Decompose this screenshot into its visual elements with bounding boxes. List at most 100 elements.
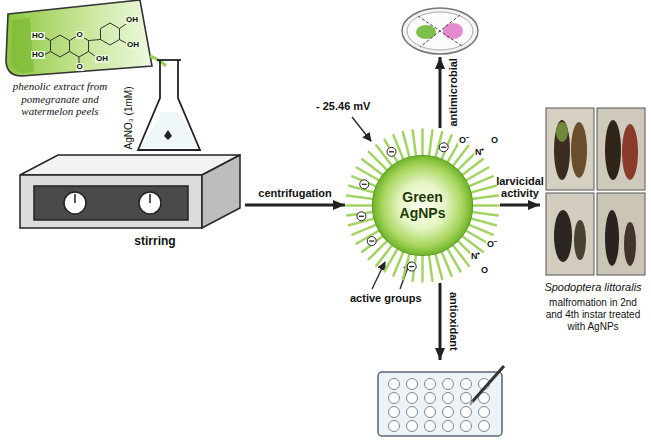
edge-label: centrifugation xyxy=(247,187,343,200)
well-plate-drawing-part xyxy=(472,366,504,402)
step-label: stirring xyxy=(105,234,205,248)
well-plate-drawing-part-part xyxy=(389,421,400,432)
well-plate-drawing-part-part xyxy=(407,379,418,390)
charge-symbol xyxy=(387,147,396,156)
flow-arrow xyxy=(245,204,345,207)
larvae-photos-drawing-part xyxy=(554,120,570,180)
charge-ring xyxy=(367,237,376,246)
charge-bar xyxy=(369,240,374,241)
larvae-photos-drawing-part xyxy=(574,220,586,260)
magnetic-stirrer-part xyxy=(149,194,151,203)
well-plate-drawing-part-part xyxy=(443,407,454,418)
larvae-photos-drawing-part xyxy=(624,222,636,266)
charge-symbol xyxy=(367,237,376,246)
chem-atom: O xyxy=(490,136,499,145)
petri-dish-drawing xyxy=(402,8,478,54)
well-plate-drawing-part xyxy=(470,401,473,405)
well-plate-drawing-part-part xyxy=(425,393,436,404)
edge-label: antimicrobial xyxy=(447,58,460,126)
petri-dish-drawing-part xyxy=(402,8,478,54)
chem-atom: O xyxy=(76,63,84,71)
extract-beaker-drawing-part-part xyxy=(89,40,101,41)
larvae-photos-drawing-part xyxy=(605,210,619,266)
magnetic-stirrer-part xyxy=(139,192,161,214)
well-plate-drawing-part-part xyxy=(461,379,472,390)
chem-atom: N⁺ xyxy=(474,148,486,157)
caption-block: Spodoptera littoralis malfromation in 2nd… xyxy=(540,281,646,333)
chem-atom: OH xyxy=(95,55,109,63)
chem-atom: O xyxy=(76,31,84,39)
zeta-potential: - 25.46 mV xyxy=(316,100,370,112)
flask-drawing xyxy=(138,60,200,150)
magnetic-stirrer-part xyxy=(64,192,86,214)
well-plate-drawing-part-part xyxy=(389,379,400,390)
group-note: active groups xyxy=(350,292,422,304)
charge-ring xyxy=(387,147,396,156)
larvae-photos-drawing-part xyxy=(597,193,645,275)
petri-dish-drawing-part xyxy=(416,25,436,39)
well-plate-drawing-part-part xyxy=(407,421,418,432)
well-plate-drawing-part-part xyxy=(407,407,418,418)
charge-bar xyxy=(389,151,394,152)
particle-core xyxy=(373,156,473,256)
chem-atom: O⁻ xyxy=(458,136,470,145)
larvae-photos-drawing-part xyxy=(554,210,572,262)
chem-atom: OH xyxy=(126,41,140,49)
charge-ring xyxy=(357,212,366,221)
well-plate-drawing-part-part xyxy=(443,379,454,390)
charge-ring xyxy=(407,262,416,271)
larvae-photos-drawing-part xyxy=(622,124,638,180)
beaker-caption: phenolic extract from pomegranate and wa… xyxy=(4,80,116,118)
magnetic-stirrer xyxy=(20,155,240,228)
chem-atom: OH xyxy=(125,16,139,24)
larvae-photos-drawing xyxy=(546,108,645,275)
well-plate-drawing-part-part xyxy=(389,393,400,404)
extract-beaker-drawing-part-part xyxy=(51,35,70,57)
well-plate-drawing-part-part xyxy=(479,407,490,418)
flask-label: AgNO₃ (1mM) xyxy=(123,87,134,150)
larvae-photos-drawing-part xyxy=(546,193,594,275)
well-plate-drawing-part-part xyxy=(443,421,454,432)
extract-beaker-drawing-part xyxy=(11,18,34,73)
larvae-photos: Spodoptera littoralis malfromation in 2nd… xyxy=(540,105,646,337)
well-plate-drawing-part-part xyxy=(425,379,436,390)
edge-label: antioxidant xyxy=(447,292,460,351)
chem-atom: HO xyxy=(31,51,45,59)
extract-beaker-drawing-part xyxy=(150,56,166,66)
charge-symbol xyxy=(407,262,416,271)
chem-atom: HO xyxy=(31,32,45,40)
petri-dish-drawing-part xyxy=(418,16,462,46)
charge-ring xyxy=(360,180,369,189)
larvae-photos-drawing-part xyxy=(556,122,568,142)
petri-dish xyxy=(400,5,480,57)
extract-beaker-drawing-part-part xyxy=(101,23,120,45)
edge-label: larvicidal activity xyxy=(495,175,545,200)
well-plate-drawing-part-part xyxy=(425,407,436,418)
well-plate-drawing-part-part xyxy=(407,393,418,404)
charge-bar xyxy=(359,216,364,217)
chem-atom: O xyxy=(480,266,489,275)
flask-drawing-part xyxy=(164,130,172,140)
magnetic-stirrer-part xyxy=(74,194,76,203)
flow-arrow xyxy=(439,283,442,360)
stirrer-setup: AgNO₃ (1mM) stirring xyxy=(10,55,245,255)
magnetic-stirrer-part xyxy=(34,186,188,220)
charge-symbol xyxy=(357,212,366,221)
species-name: Spodoptera littoralis xyxy=(540,281,646,294)
well-plate-drawing-part xyxy=(378,372,502,436)
flask-drawing-part xyxy=(140,112,198,148)
well-plate-drawing-part-part xyxy=(389,407,400,418)
well-plate-drawing-part xyxy=(389,379,490,432)
charge-symbol xyxy=(439,143,448,152)
photo-caption: malfromation in 2nd and 4th instar treat… xyxy=(540,297,646,333)
larvae-photos-drawing-part xyxy=(605,120,621,180)
petri-dish-drawing-part xyxy=(420,15,460,47)
flask-drawing-part xyxy=(138,60,200,150)
particle-title: Green AgNPs xyxy=(385,190,460,221)
flask-drawing-part xyxy=(157,59,181,61)
larvae-photos-drawing-part xyxy=(546,108,594,190)
magnetic-stirrer-part xyxy=(202,155,240,228)
